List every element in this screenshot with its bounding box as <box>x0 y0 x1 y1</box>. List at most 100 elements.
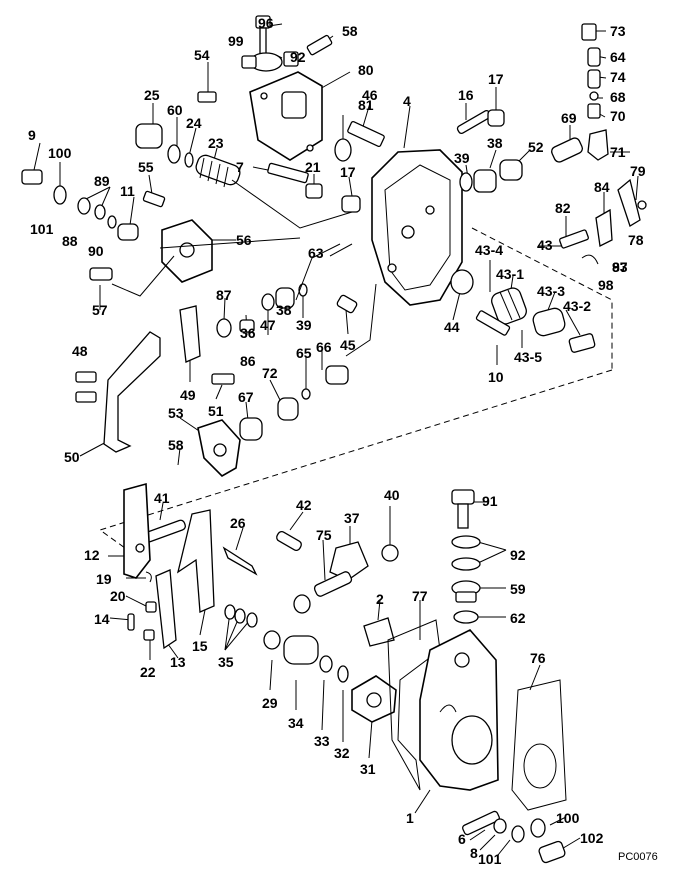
part-label: 72 <box>262 365 278 381</box>
part-label: 35 <box>218 654 234 670</box>
part-label: 26 <box>230 515 246 531</box>
part-label: 31 <box>360 761 376 777</box>
part-label: 84 <box>594 179 610 195</box>
part-label: 91 <box>482 493 498 509</box>
part-label: 81 <box>358 97 374 113</box>
part-label: 13 <box>170 654 186 670</box>
part-label: 25 <box>144 87 160 103</box>
part-label: 86 <box>240 353 256 369</box>
part-label: 43-5 <box>514 349 542 365</box>
part-label: 50 <box>64 449 80 465</box>
part-label: 37 <box>344 510 360 526</box>
gasket-77 <box>387 619 441 791</box>
part-label: 92 <box>510 547 526 563</box>
part-label: 54 <box>194 47 210 63</box>
part-label: 80 <box>358 62 374 78</box>
part-label: 83 <box>612 259 628 275</box>
lever-12 <box>123 482 151 579</box>
part-label: 17 <box>488 71 504 87</box>
part-label: 29 <box>262 695 278 711</box>
part-label: 57 <box>92 302 108 318</box>
part-label: 59 <box>510 581 526 597</box>
part-label: 97 <box>612 259 628 275</box>
part-label: 43-4 <box>475 242 503 258</box>
part-label: 55 <box>138 159 154 175</box>
part-label: 24 <box>186 115 202 131</box>
part-label: 79 <box>630 163 646 179</box>
part-label: 10 <box>488 369 504 385</box>
part-label: 73 <box>610 23 626 39</box>
part-label: 69 <box>561 110 577 126</box>
assembly-boundary <box>98 227 613 549</box>
part-label: 33 <box>314 733 330 749</box>
sleeve <box>135 123 163 149</box>
part-label: 2 <box>376 591 384 607</box>
part-label: 8 <box>470 845 478 861</box>
part-label: 36 <box>240 325 256 341</box>
part-label: 99 <box>228 33 244 49</box>
part-label: 52 <box>528 139 544 155</box>
part-label: 19 <box>96 571 112 587</box>
part-label: 23 <box>208 135 224 151</box>
part-label: 77 <box>412 588 428 604</box>
part-label: 101 <box>478 851 502 867</box>
part-label: 38 <box>487 135 503 151</box>
part-label: 6 <box>458 831 466 847</box>
part-label: 43-2 <box>563 298 591 314</box>
part-label: 43-1 <box>496 266 524 282</box>
part-label: 49 <box>180 387 196 403</box>
part-label: 47 <box>260 317 276 333</box>
governor-cover-group <box>21 15 647 477</box>
part-label: 70 <box>610 108 626 124</box>
pump-housing <box>371 149 463 306</box>
part-label: 76 <box>530 650 546 666</box>
part-label: 34 <box>288 715 304 731</box>
part-label: 63 <box>308 245 324 261</box>
part-label: 42 <box>296 497 312 513</box>
part-label: 60 <box>167 102 183 118</box>
part-label: 92 <box>290 49 306 65</box>
part-label: 67 <box>238 389 254 405</box>
part-label: 58 <box>342 23 358 39</box>
part-label: 88 <box>62 233 78 249</box>
part-label: 40 <box>384 487 400 503</box>
part-label: 74 <box>610 69 626 85</box>
part-label: 78 <box>628 232 644 248</box>
part-label: 11 <box>120 183 135 199</box>
lower-assembly <box>123 482 567 864</box>
part-label: 4 <box>403 93 411 109</box>
part-label: 98 <box>598 277 614 293</box>
part-label: 66 <box>316 339 332 355</box>
part-label: 102 <box>580 830 604 846</box>
part-label: 100 <box>48 145 72 161</box>
part-label: 101 <box>30 221 54 237</box>
spring-43-1 <box>491 287 527 325</box>
part-label: 15 <box>192 638 208 654</box>
part-label: 32 <box>334 745 350 761</box>
part-label: 39 <box>454 150 470 166</box>
part-label: 65 <box>296 345 312 361</box>
part-label: 16 <box>458 87 474 103</box>
part-label: 39 <box>296 317 312 333</box>
part-label: 64 <box>610 49 626 65</box>
drawing-code: PC0076 <box>618 851 658 863</box>
part-label: 22 <box>140 664 156 680</box>
part-label: 7 <box>236 159 244 175</box>
gasket-76 <box>511 679 567 811</box>
part-label: 9 <box>28 127 36 143</box>
part-label: 51 <box>208 403 224 419</box>
part-label: 75 <box>316 527 332 543</box>
part-label: 43-3 <box>537 283 565 299</box>
part-label: 45 <box>340 337 356 353</box>
part-label: 87 <box>216 287 232 303</box>
part-label: 96 <box>258 15 274 31</box>
part-label: 90 <box>88 243 104 259</box>
part-label: 41 <box>154 490 170 506</box>
part-label: 21 <box>305 159 321 175</box>
spring-23 <box>195 154 241 188</box>
part-label: 100 <box>556 810 580 826</box>
part-label: 58 <box>168 437 184 453</box>
